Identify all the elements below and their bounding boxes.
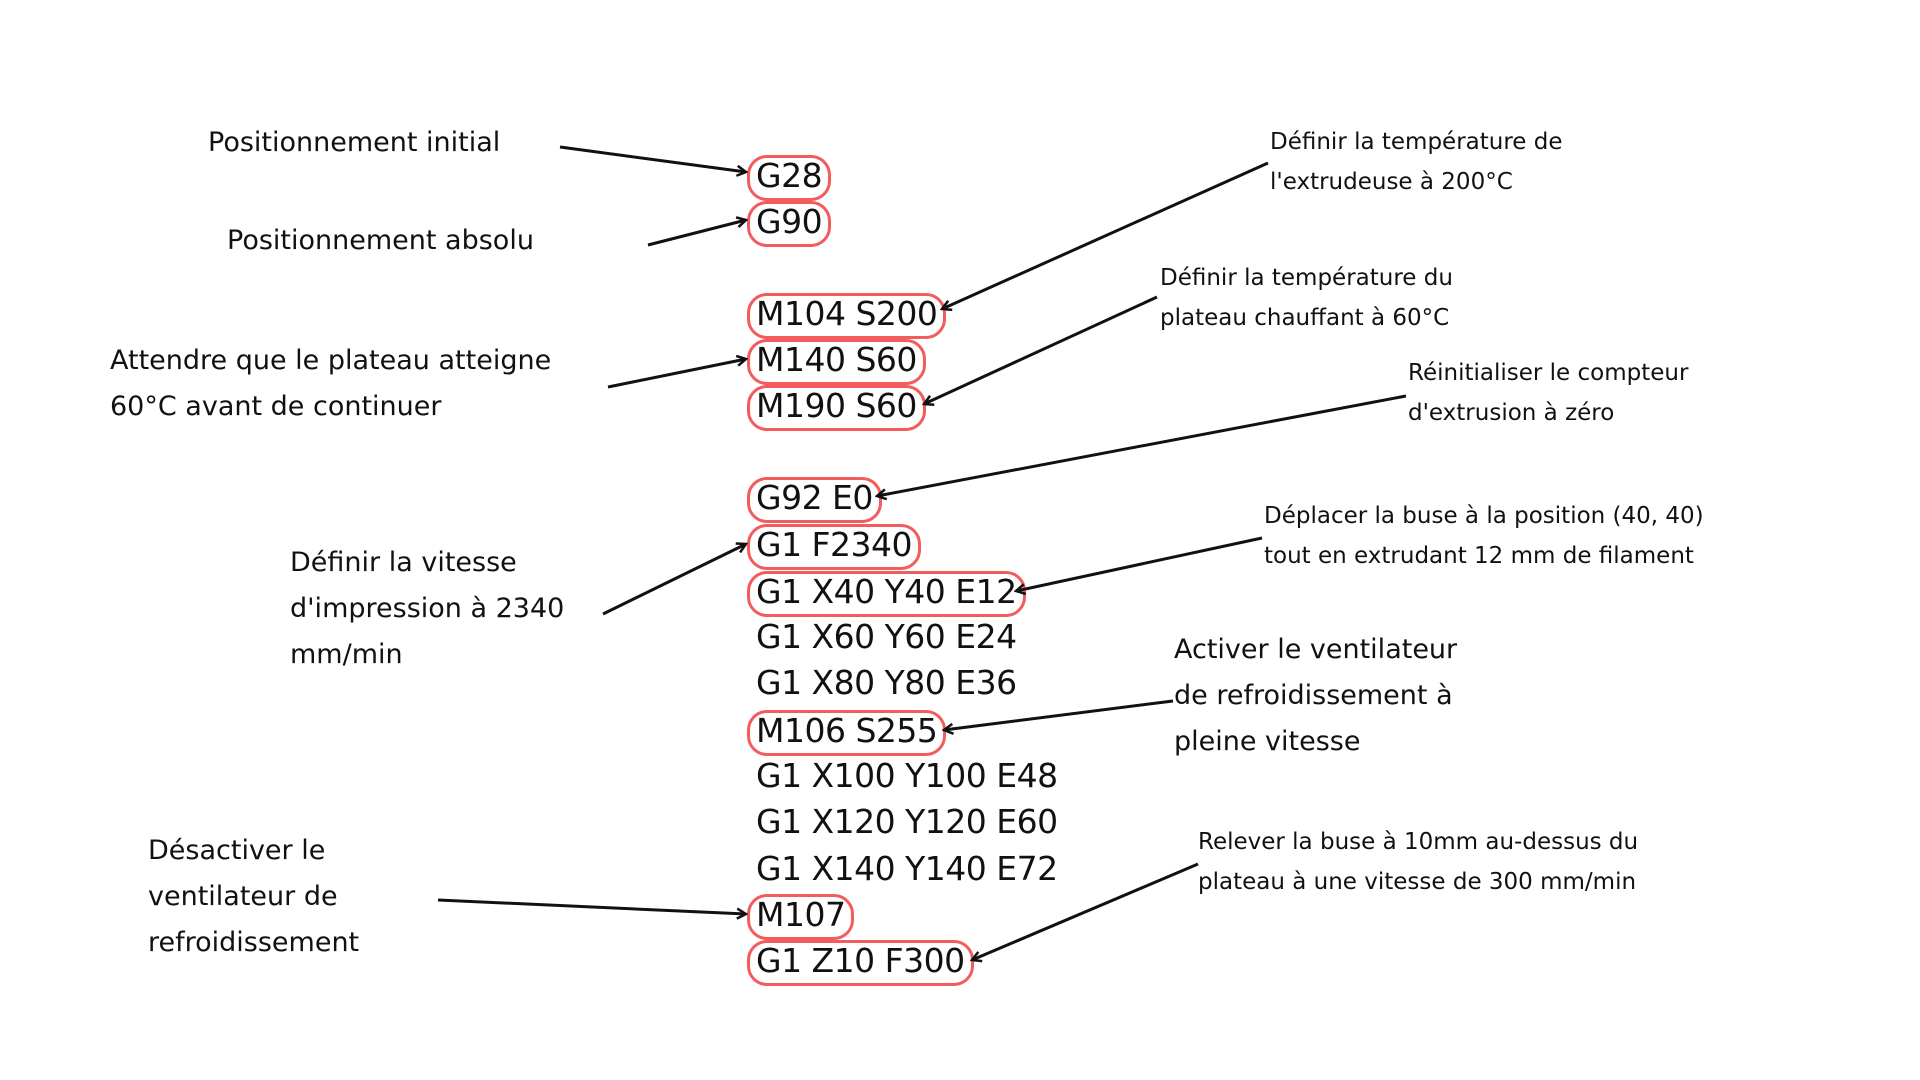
- arrow-g1-x40: [1016, 536, 1263, 591]
- arrow-g28: [559, 145, 746, 172]
- annotation-text: mm/min: [290, 639, 403, 670]
- annotation-text: plateau à une vitesse de 300 mm/min: [1198, 869, 1637, 895]
- annotation-m104: Définir la température de l'extrudeuse à…: [1270, 122, 1563, 202]
- annotation-text: plateau chauffant à 60°C: [1160, 305, 1450, 331]
- arrow-m107: [437, 898, 746, 914]
- annotation-text: Définir la température du: [1160, 265, 1453, 291]
- annotation-text: Définir la vitesse: [290, 547, 517, 578]
- annotation-text: ventilateur de: [148, 881, 338, 912]
- code-line-g1-x40: G1 X40 Y40 E12: [747, 571, 1026, 617]
- annotation-text: Attendre que le plateau atteigne: [110, 345, 552, 376]
- code-line-g1-x120: G1 X120 Y120 E60: [756, 802, 1058, 841]
- annotation-text: Définir la température de: [1270, 129, 1563, 155]
- annotation-text: Positionnement initial: [208, 127, 501, 158]
- annotation-g1-f2340: Définir la vitesse d'impression à 2340 m…: [290, 540, 564, 678]
- annotation-g1-x40: Déplacer la buse à la position (40, 40) …: [1264, 496, 1704, 576]
- annotation-text: 60°C avant de continuer: [110, 391, 442, 422]
- annotation-m107: Désactiver le ventilateur de refroidisse…: [148, 828, 359, 966]
- arrow-m106: [944, 699, 1174, 730]
- code-line-g92: G92 E0: [747, 477, 882, 523]
- annotation-text: Désactiver le: [148, 835, 326, 866]
- code-line-m190: M190 S60: [747, 385, 926, 431]
- arrow-g90: [647, 220, 746, 247]
- annotation-text: Relever la buse à 10mm au-dessus du: [1198, 829, 1639, 855]
- code-line-g1-z10: G1 Z10 F300: [747, 940, 974, 986]
- annotation-text: Déplacer la buse à la position (40, 40): [1264, 503, 1704, 529]
- annotation-g28: Positionnement initial: [208, 120, 500, 166]
- arrow-g1-f2340: [602, 544, 746, 616]
- annotation-g92: Réinitialiser le compteur d'extrusion à …: [1408, 353, 1688, 433]
- code-line-g1-f2340: G1 F2340: [747, 524, 922, 570]
- annotation-text: Réinitialiser le compteur: [1408, 360, 1689, 386]
- annotation-text: Activer le ventilateur: [1174, 634, 1458, 665]
- annotation-text: tout en extrudant 12 mm de filament: [1264, 543, 1694, 569]
- arrow-m140: [607, 359, 746, 389]
- annotation-m140: Attendre que le plateau atteigne 60°C av…: [110, 338, 551, 430]
- annotation-g90: Positionnement absolu: [227, 218, 534, 264]
- annotation-m190: Définir la température du plateau chauff…: [1160, 258, 1453, 338]
- code-line-m140: M140 S60: [747, 339, 926, 385]
- annotation-text: de refroidissement à: [1174, 680, 1453, 711]
- annotation-text: d'impression à 2340: [290, 593, 565, 624]
- annotation-text: pleine vitesse: [1174, 726, 1361, 757]
- code-line-g90: G90: [747, 201, 832, 247]
- annotation-text: d'extrusion à zéro: [1408, 400, 1615, 426]
- arrow-m190: [924, 295, 1158, 404]
- code-line-g28: G28: [747, 155, 832, 201]
- code-line-g1-x60: G1 X60 Y60 E24: [756, 617, 1017, 656]
- code-line-m104: M104 S200: [747, 293, 947, 339]
- code-line-m106: M106 S255: [747, 710, 947, 756]
- code-line-g1-x140: G1 X140 Y140 E72: [756, 849, 1058, 888]
- code-line-g1-x80: G1 X80 Y80 E36: [756, 663, 1017, 702]
- code-line-m107: M107: [747, 894, 855, 940]
- annotation-text: Positionnement absolu: [227, 225, 534, 256]
- annotation-m106: Activer le ventilateur de refroidissemen…: [1174, 627, 1457, 765]
- annotation-g1-z10: Relever la buse à 10mm au-dessus du plat…: [1198, 822, 1638, 902]
- arrow-g92: [877, 394, 1407, 496]
- annotation-text: l'extrudeuse à 200°C: [1270, 169, 1513, 195]
- annotation-text: refroidissement: [148, 927, 360, 958]
- code-line-g1-x100: G1 X100 Y100 E48: [756, 756, 1058, 795]
